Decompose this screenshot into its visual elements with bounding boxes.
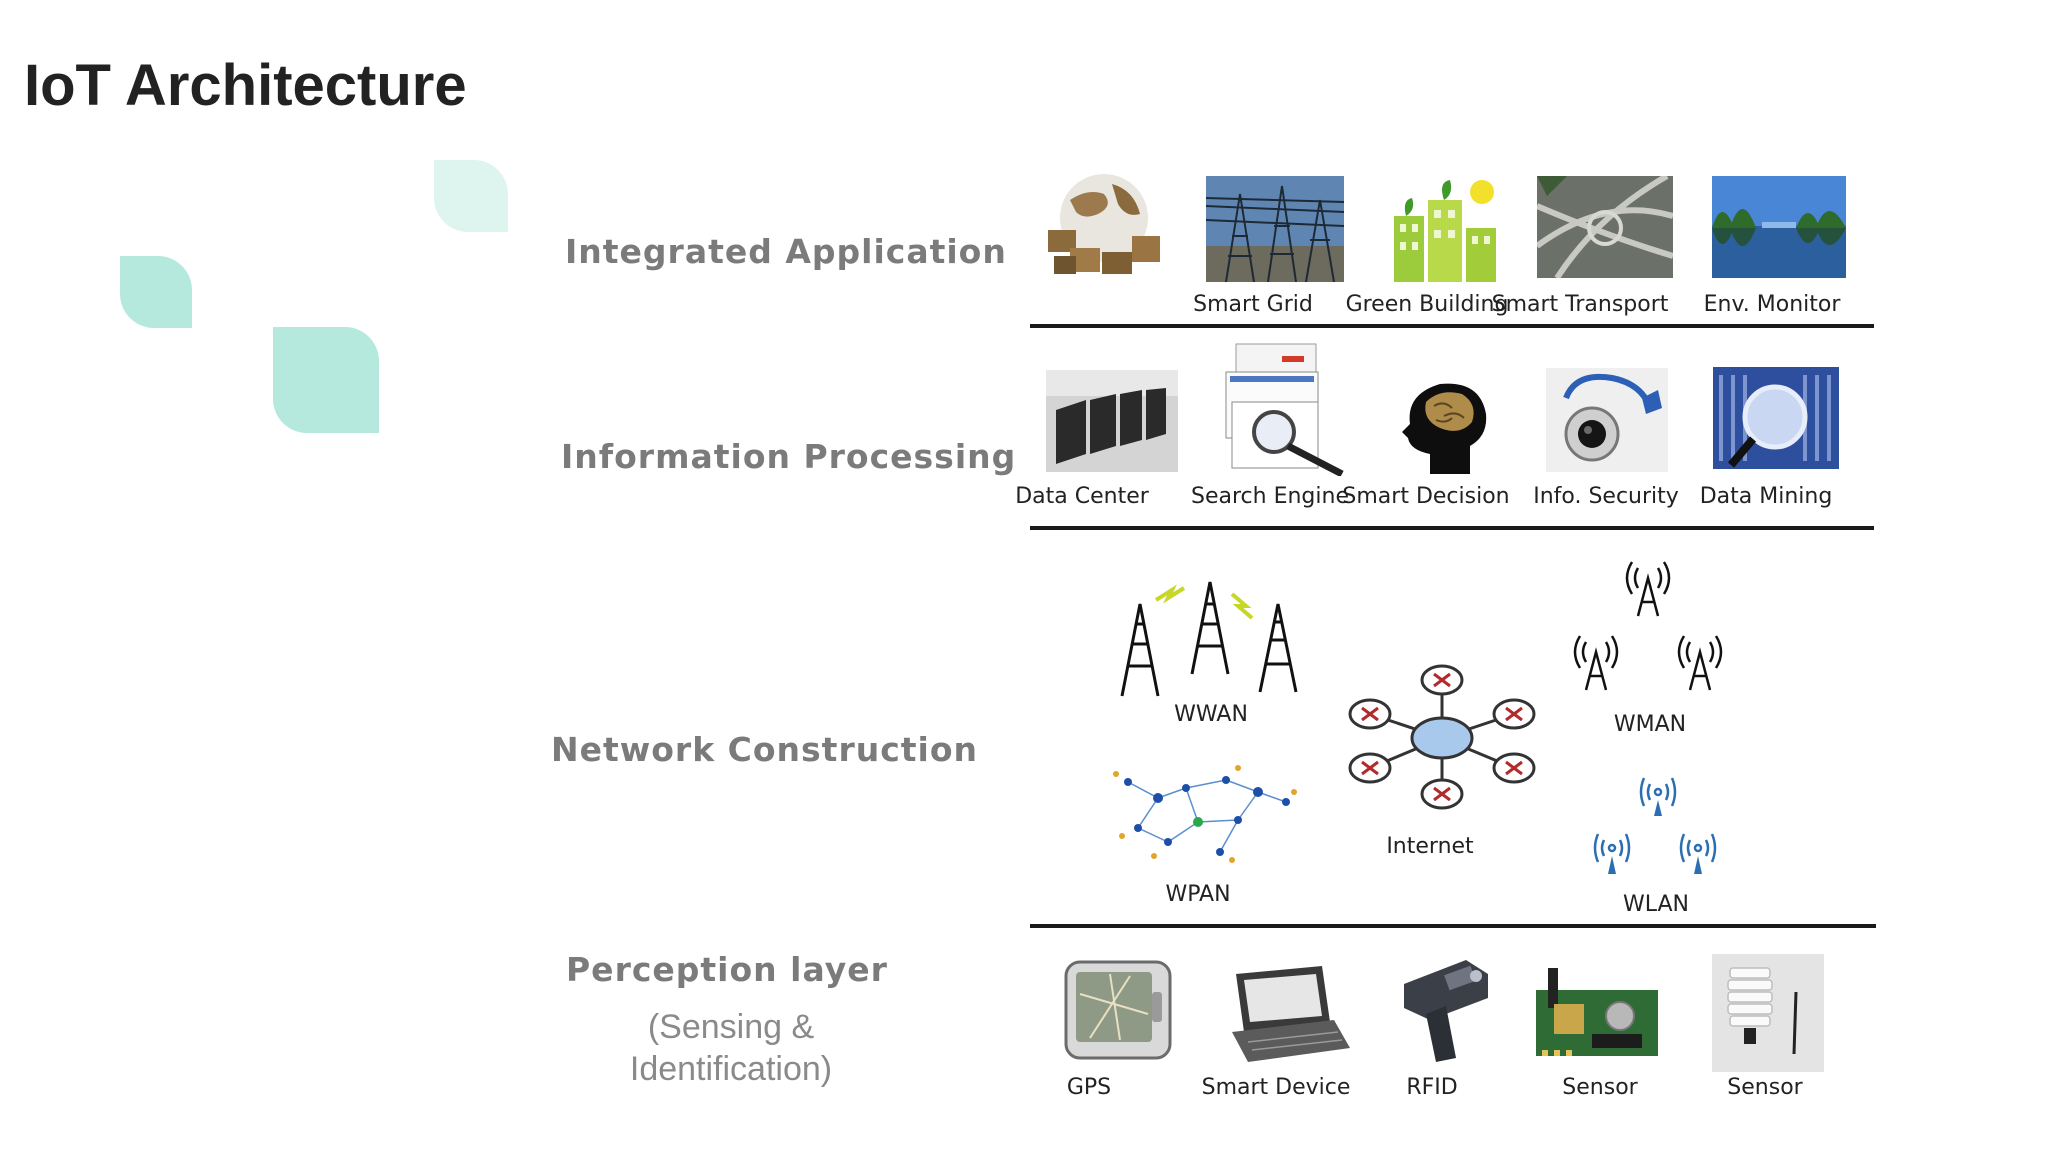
mesh-network-icon — [1108, 752, 1304, 864]
wifi-access-points-icon — [1588, 770, 1728, 878]
sublabel-line: (Sensing & — [647, 1008, 815, 1046]
wireless-antennas-icon — [1568, 548, 1728, 696]
decorative-leaf — [273, 327, 379, 433]
sublabel-line: Identification) — [629, 1050, 833, 1088]
caption-sensor: Sensor — [1562, 1075, 1638, 1100]
lake-landscape-icon — [1712, 176, 1846, 278]
caption-green-building: Green Building — [1345, 292, 1509, 317]
circuit-board-icon — [1532, 954, 1662, 1066]
globe-boxes-icon — [1040, 160, 1168, 284]
caption-data-mining: Data Mining — [1699, 484, 1833, 509]
handheld-device-icon — [1226, 962, 1352, 1066]
cell-towers-icon — [1110, 574, 1310, 698]
caption-wlan: WLAN — [1622, 892, 1690, 917]
caption-wpan: WPAN — [1165, 882, 1231, 907]
magnifier-data-icon — [1713, 367, 1839, 469]
caption-sensor: Sensor — [1727, 1075, 1803, 1100]
layer-label-network: Network Construction — [551, 730, 979, 769]
highway-interchange-icon — [1537, 176, 1673, 278]
caption-env-monitor: Env. Monitor — [1703, 292, 1841, 317]
decorative-leaf — [434, 160, 508, 232]
layer-label-application: Integrated Application — [565, 232, 1007, 271]
layer-label-processing: Information Processing — [561, 437, 1017, 476]
caption-smart-grid: Smart Grid — [1193, 292, 1313, 317]
page-title: IoT Architecture — [24, 53, 467, 118]
green-building-icon — [1386, 170, 1502, 284]
layer-label-perception: Perception layer — [566, 950, 888, 989]
caption-wwan: WWAN — [1174, 702, 1248, 727]
search-engine-icon — [1222, 342, 1354, 476]
brain-head-icon — [1400, 380, 1490, 474]
layer-divider — [1030, 924, 1876, 928]
caption-smart-device: Smart Device — [1201, 1075, 1351, 1100]
power-grid-icon — [1206, 176, 1344, 282]
decorative-leaf — [120, 256, 192, 328]
layer-divider — [1030, 526, 1874, 530]
gps-device-icon — [1060, 954, 1174, 1070]
rfid-scanner-icon — [1386, 954, 1496, 1064]
server-racks-icon — [1046, 370, 1178, 472]
caption-info-security: Info. Security — [1533, 484, 1679, 509]
layer-divider — [1030, 324, 1874, 328]
security-camera-icon — [1546, 368, 1668, 472]
caption-gps: GPS — [1066, 1075, 1112, 1100]
caption-rfid: RFID — [1406, 1075, 1458, 1100]
caption-search-engine: Search Engine — [1191, 484, 1349, 509]
weather-sensor-icon — [1712, 954, 1824, 1072]
layer-sublabel-perception: (Sensing & Identification) — [600, 1006, 862, 1090]
caption-smart-decision: Smart Decision — [1342, 484, 1510, 509]
caption-wman: WMAN — [1613, 712, 1687, 737]
caption-smart-transport: Smart Transport — [1491, 292, 1669, 317]
caption-data-center: Data Center — [1015, 484, 1149, 509]
caption-internet: Internet — [1386, 834, 1474, 859]
router-star-icon — [1342, 658, 1542, 818]
